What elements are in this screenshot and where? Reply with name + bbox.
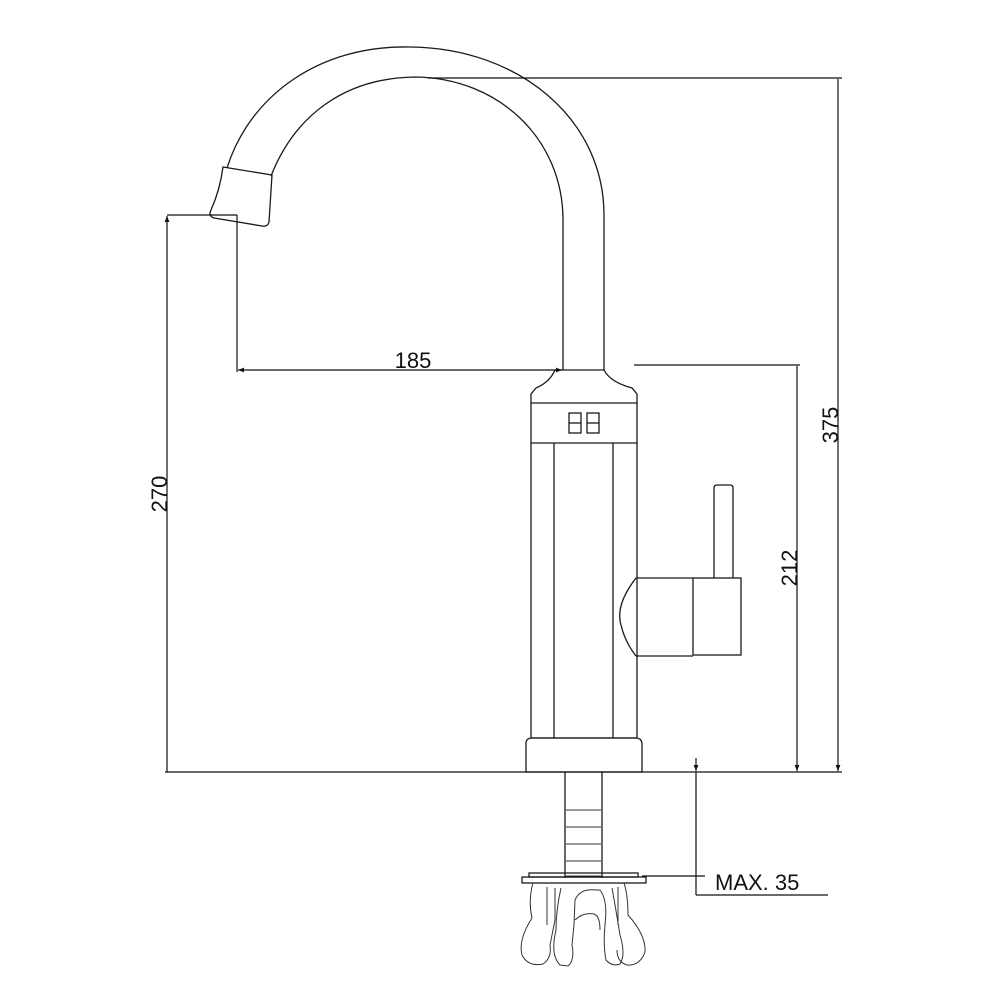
lever-handle (619, 484, 742, 657)
dimension-label-max-thickness: MAX. 35 (715, 870, 799, 895)
fixing-claws (520, 882, 646, 967)
dimension-lines (164, 77, 842, 896)
dimension-label-body-height: 212 (777, 550, 802, 587)
dimension-label-reach: 185 (395, 348, 432, 373)
heater-body (525, 369, 643, 773)
temperature-display-icon (568, 412, 600, 434)
spout (226, 46, 605, 370)
aerator (209, 166, 273, 227)
dimension-label-outlet-height: 270 (147, 476, 172, 513)
dimension-label-total-height: 375 (818, 407, 843, 444)
fixing-plate (521, 872, 647, 884)
mounting-shank (564, 772, 603, 878)
